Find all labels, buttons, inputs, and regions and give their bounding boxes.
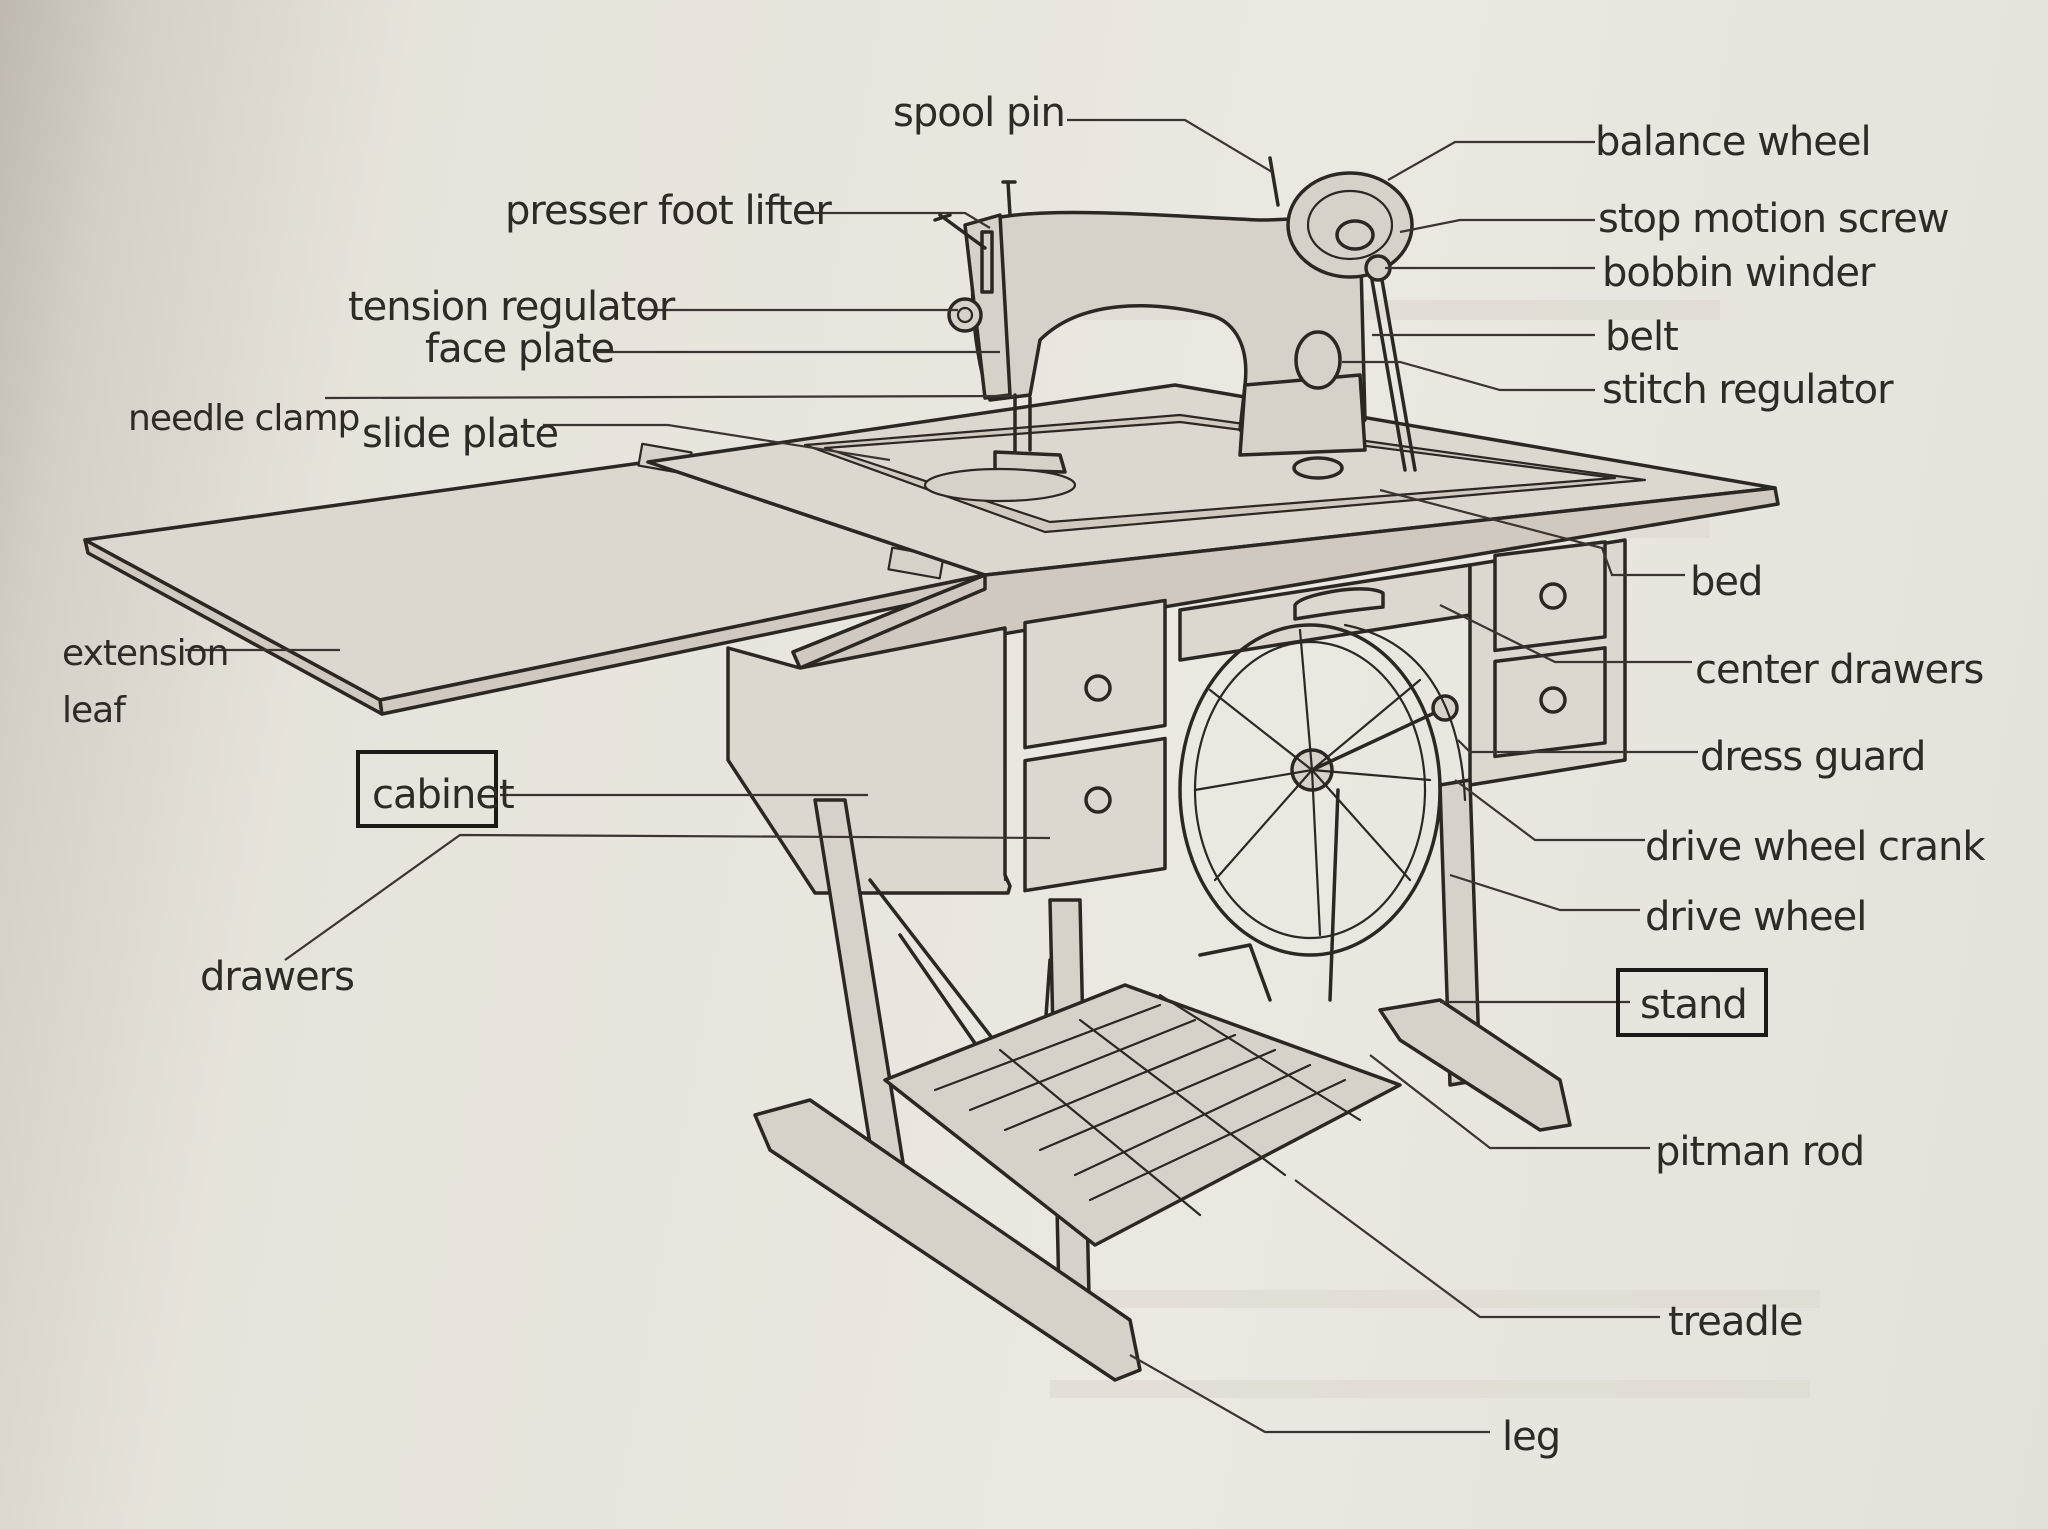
machine-head	[923, 156, 1417, 503]
cabinet-highlight-box	[356, 750, 498, 828]
label-tension-regulator: tension regulator	[348, 284, 676, 330]
right-drawers-shape	[1468, 538, 1627, 787]
label-drive-wheel-crank: drive wheel crank	[1645, 824, 1986, 870]
label-drive-wheel: drive wheel	[1645, 894, 1866, 940]
label-dress-guard: dress guard	[1700, 734, 1925, 780]
label-extension-leaf-line1: extension	[62, 633, 229, 674]
label-leg: leg	[1502, 1414, 1560, 1460]
label-slide-plate: slide plate	[362, 411, 558, 457]
label-belt: belt	[1605, 314, 1678, 360]
labels: spool pin balance wheel presser foot lif…	[62, 90, 1987, 1460]
label-cabinet: cabinet	[372, 772, 514, 818]
label-face-plate: face plate	[425, 326, 614, 372]
sewing-machine-illustration	[83, 156, 1780, 1382]
label-balance-wheel: balance wheel	[1595, 119, 1871, 165]
leader-lines	[185, 118, 1698, 1434]
drive-wheel-shape	[1178, 623, 1467, 1002]
label-drawers: drawers	[200, 954, 354, 1000]
label-pitman-rod: pitman rod	[1655, 1129, 1864, 1175]
label-bed: bed	[1690, 559, 1762, 605]
label-bobbin-winder: bobbin winder	[1602, 250, 1876, 296]
treadle-shape	[883, 943, 1402, 1247]
label-presser-foot-lifter: presser foot lifter	[505, 188, 832, 234]
label-extension-leaf-line2: leaf	[62, 690, 127, 731]
right-leg	[1378, 778, 1572, 1132]
stand-highlight-box	[1616, 968, 1768, 1037]
cabinet-shape	[726, 598, 1167, 895]
label-stop-motion-screw: stop motion screw	[1598, 196, 1949, 242]
label-spool-pin: spool pin	[893, 90, 1065, 136]
label-stitch-regulator: stitch regulator	[1602, 367, 1894, 413]
label-stand: stand	[1640, 982, 1747, 1028]
label-treadle: treadle	[1668, 1299, 1802, 1345]
label-center-drawers: center drawers	[1695, 647, 1983, 693]
label-needle-clamp: needle clamp	[128, 398, 359, 439]
